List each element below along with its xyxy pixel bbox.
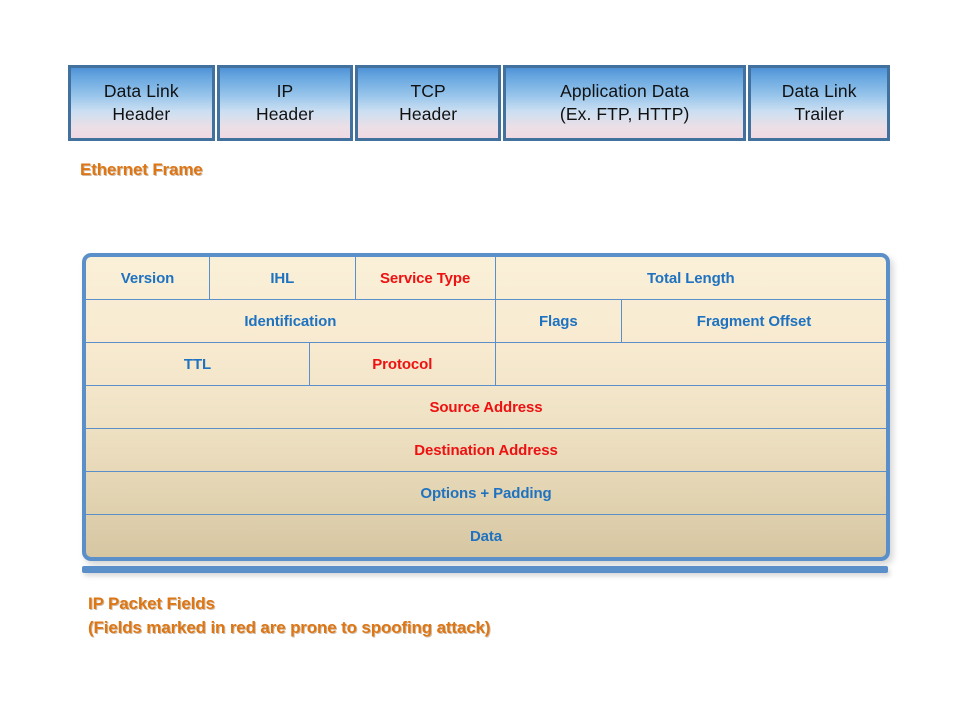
frame-box-label-line1: TCP: [410, 80, 446, 101]
frame-box-label-line2: Header: [112, 104, 171, 124]
ip-field-flags: Flags: [496, 300, 622, 342]
ip-field-empty: [496, 343, 886, 385]
table-underline-bar: [82, 566, 888, 573]
frame-box-data-link-header: Data Link Header: [68, 65, 215, 141]
ip-packet-caption-line1: IP Packet Fields: [88, 594, 215, 613]
ip-field-data: Data: [469, 527, 503, 545]
ethernet-frame-strip: Data Link Header IP Header TCP Header Ap…: [68, 65, 890, 141]
frame-box-tcp-header: TCP Header: [355, 65, 501, 141]
ip-field-ihl: IHL: [210, 257, 356, 299]
frame-box-label-line2: Header: [399, 104, 458, 124]
frame-box-application-data: Application Data (Ex. FTP, HTTP): [502, 65, 747, 141]
ip-packet-caption-line2: (Fields marked in red are prone to spoof…: [88, 618, 491, 638]
ip-field-version: Version: [86, 257, 210, 299]
frame-box-label-line1: Data Link: [781, 80, 857, 101]
ethernet-frame-caption: Ethernet Frame: [80, 160, 203, 179]
frame-box-label-line1: IP: [276, 80, 294, 101]
frame-box-label-line2: Trailer: [794, 104, 844, 124]
ip-field-destination-address: Destination Address: [414, 441, 558, 459]
ip-packet-row: Options + Padding: [86, 472, 886, 515]
ip-field-ttl: TTL: [86, 343, 310, 385]
ip-field-fragment-offset: Fragment Offset: [696, 312, 812, 330]
ip-packet-caption: IP Packet Fields (Fields marked in red a…: [88, 592, 490, 640]
frame-box-label-line2: (Ex. FTP, HTTP): [559, 104, 690, 124]
ip-field-identification: Identification: [86, 300, 496, 342]
frame-box-label-line1: Data Link: [103, 80, 179, 101]
frame-box-ip-header: IP Header: [216, 65, 354, 141]
ip-field-service-type: Service Type: [356, 257, 496, 299]
ip-packet-row: Destination Address: [86, 429, 886, 472]
ip-packet-row: Source Address: [86, 386, 886, 429]
ip-field-source-address: Source Address: [429, 398, 543, 416]
frame-box-data-link-trailer: Data Link Trailer: [748, 65, 890, 141]
ip-field-protocol: Protocol: [310, 343, 496, 385]
frame-box-label-line2: Header: [255, 104, 314, 124]
ip-packet-row: Data: [86, 515, 886, 557]
frame-box-label-line1: Application Data: [560, 80, 690, 101]
ip-field-total-length: Total Length: [646, 269, 735, 287]
ip-field-options-padding: Options + Padding: [420, 484, 552, 502]
